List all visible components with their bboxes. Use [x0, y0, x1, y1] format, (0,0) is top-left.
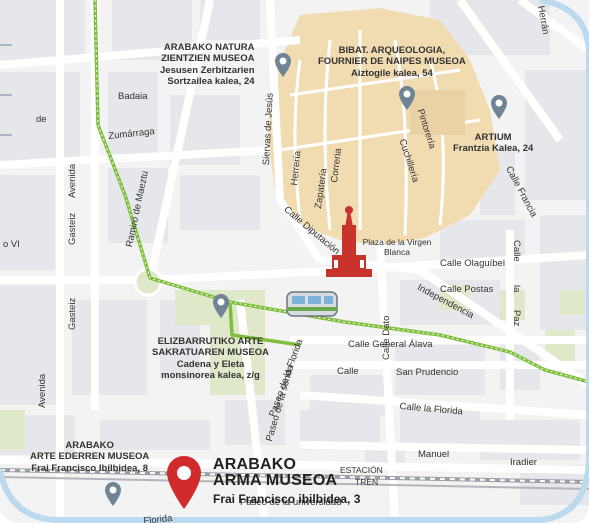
museum-address: Frantzia Kalea, 24 — [453, 143, 534, 155]
museum-address: Aiztogile kalea, 54 — [350, 67, 433, 79]
street-label: de — [36, 114, 47, 125]
street-label: Avenida — [37, 373, 48, 408]
street-label: la — [511, 285, 522, 293]
street-label: Calle Dato — [381, 315, 392, 360]
museum-name-line: ARABAKO NATURA — [163, 42, 255, 53]
monument-icon — [326, 205, 372, 277]
museum-address: Frai Francisco Ibilbidea, 8 — [31, 462, 148, 474]
location-pin-icon[interactable] — [274, 52, 292, 78]
plaza-label: Plaza de la Virgen Blanca — [362, 237, 432, 257]
highlight-address: Frai Francisco ibilbidea, 3 — [213, 492, 361, 506]
street-label: Calle — [511, 240, 522, 262]
museum-label-artium[interactable]: ARTIUM Frantzia Kalea, 24 — [453, 132, 533, 155]
tram-icon — [286, 291, 338, 317]
street-label: Avenida — [67, 163, 78, 198]
street-label: Iradier — [510, 457, 537, 468]
museum-name-line: ARTIUM — [474, 132, 512, 143]
street-label: Calle — [337, 366, 359, 377]
street-label: Gasteiz — [67, 212, 78, 245]
museum-name-line: ARABAKO — [65, 440, 114, 451]
museum-name-line: SAKRATUAREN MUSEOA — [152, 347, 269, 359]
museum-address: Cadena y Eleta — [176, 358, 245, 370]
highlight-name-line: ARABAKO — [213, 456, 297, 473]
museum-label-ederren[interactable]: ARABAKO ARTE EDERREN MUSEOA Frai Francis… — [30, 440, 149, 474]
street-label: Calle General Álava — [348, 339, 433, 350]
museum-name-line: ARTE EDERREN MUSEOA — [30, 451, 150, 463]
location-pin-icon[interactable] — [104, 481, 122, 507]
city-blocks — [0, 0, 589, 505]
street-label: Florida — [142, 512, 173, 523]
street-label: Paz — [511, 310, 522, 327]
location-pin-icon[interactable] — [398, 85, 416, 111]
highlight-pin-icon[interactable] — [166, 455, 202, 511]
street-label: Manuel — [418, 449, 450, 460]
museum-name-line: ZIENTZIEN MUSEOA — [161, 53, 255, 65]
museum-name-line: ELIZBARRUTIKO ARTE — [157, 336, 264, 347]
museum-label-elizbarrutiko[interactable]: ELIZBARRUTIKO ARTE SAKRATUAREN MUSEOA Ca… — [152, 336, 269, 382]
highlight-museum-label[interactable]: ARABAKO ARMA MUSEOA Frai Francisco ibilb… — [213, 456, 361, 507]
street-label: o VI — [3, 239, 20, 250]
museum-name-line: BIBAT. ARQUEOLOGIA, — [338, 45, 446, 56]
street-label: Calle Olaguíbel — [440, 258, 505, 269]
street-label: Gasteiz — [67, 297, 78, 330]
station-label: ESTACIÓN — [340, 465, 383, 475]
location-pin-icon[interactable] — [490, 94, 508, 120]
station-label: TREN — [355, 477, 379, 487]
location-pin-icon[interactable] — [212, 293, 230, 319]
page-markers — [0, 44, 12, 136]
museum-name-line: FOURNIER DE NAIPES MUSEOA — [318, 56, 466, 68]
street-label: Calle Postas — [440, 284, 494, 295]
street-label: Paseo de la universidad — [240, 497, 342, 508]
railway — [0, 468, 589, 490]
museum-address: Jesusen Zerbitzarien — [160, 64, 255, 76]
highlight-name-line: ARMA MUSEOA — [213, 472, 338, 489]
museum-label-bibat[interactable]: BIBAT. ARQUEOLOGIA, FOURNIER DE NAIPES M… — [318, 45, 466, 79]
museum-label-natura[interactable]: ARABAKO NATURA ZIENTZIEN MUSEOA Jesusen … — [160, 42, 255, 88]
street-label: Badaia — [118, 91, 148, 102]
street-label: San Prudencio — [396, 367, 459, 378]
museum-address: monsinorea kalea, z/g — [161, 370, 260, 382]
museum-address: Sortzailea kalea, 24 — [167, 76, 255, 88]
